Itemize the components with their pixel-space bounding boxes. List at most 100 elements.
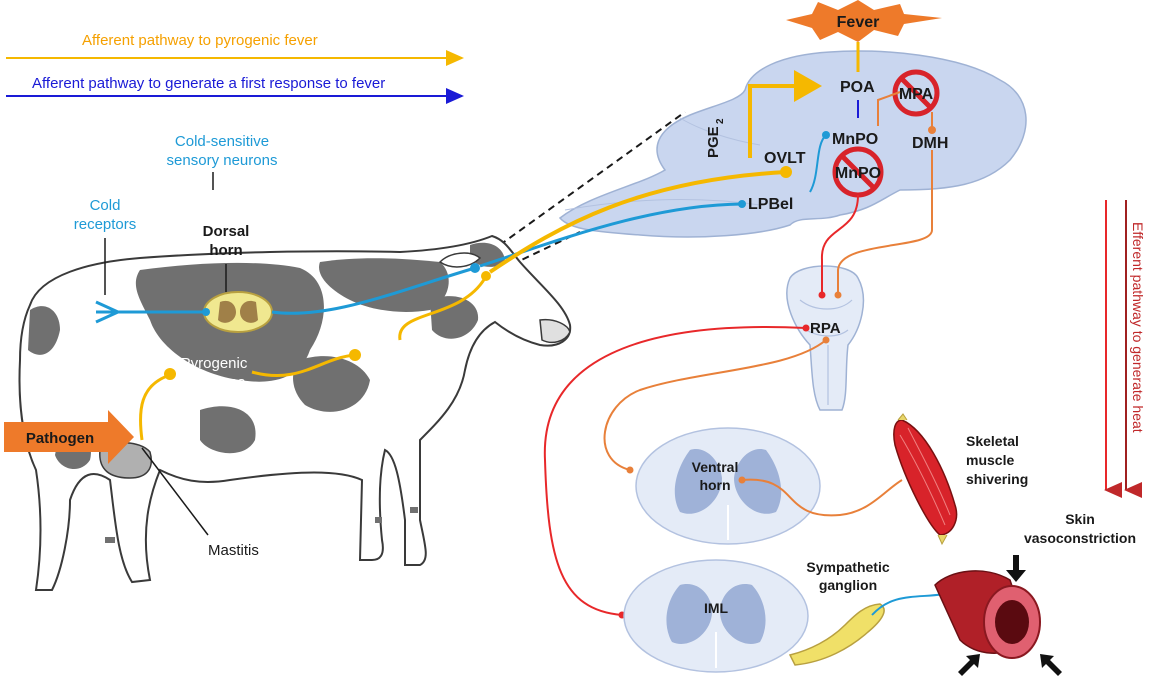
dorsal-horn-grey [218,300,258,323]
pathway-pathogen-to-cytokines [138,373,171,441]
pathogen-arrow-shape [4,410,134,464]
rpa-label: RPA [810,320,841,337]
pyrogenic-label-1: Pyrogenic [181,355,248,372]
brainstem-detail [799,299,853,405]
lpbel-label: LPBel [748,196,793,213]
ventral-horn-label-2: horn [699,477,730,493]
pathway-ovlt-to-poa [748,70,822,158]
pyrogenic-label-2: cytokines [183,374,246,391]
mnpo-lower-label: MnPO [835,165,881,182]
pathway-head-to-lpbel [479,202,743,268]
skeletal-label-1: Skeletal [966,433,1019,449]
head-blue-node [470,263,480,273]
dmh-label: DMH [912,135,948,152]
legend-afferent-fever-label: Afferent pathway to pyrogenic fever [82,32,318,49]
constriction-arrow-left [958,654,980,676]
dorsal-horn-outline [203,291,273,333]
pathogen-arrow: Pathogen [4,410,134,464]
cow-spot-4 [28,306,60,355]
ventral-out-node [738,476,746,484]
pathway-cytokines-to-sepsis [251,353,356,378]
legend-first-response-label: Afferent pathway to generate a first res… [32,75,385,92]
mpa-inhibit-slash [899,76,933,110]
skeletal-muscle: Skeletal muscle shivering [893,413,1028,546]
grey-matter-ventral [674,449,782,514]
ventral-horn-label-1: Ventral [692,459,739,475]
tendon-top [897,413,908,421]
iml-label: IML [704,600,729,616]
sympathetic-label-2: ganglion [819,577,877,593]
skin-label-2: vasoconstriction [1024,530,1136,546]
fever-star-icon [786,0,942,42]
cold-receptors-label-2: receptors [74,216,137,233]
skeletal-label-2: muscle [966,452,1014,468]
ganglion-icon [788,603,885,666]
cow-muzzle [539,318,571,344]
cow [18,234,572,591]
legend: Afferent pathway to pyrogenic fever Affe… [6,32,464,104]
brainstem-to-lpbel [564,199,761,211]
sympathetic-label-1: Sympathetic [806,559,889,575]
muscle-icon [893,419,958,536]
cold-receptors-label-1: Cold [90,197,121,214]
mpa-label: MPA [899,86,934,103]
pathway-mnpo-to-mpa [877,91,901,126]
pathway-dorsal-to-head [271,266,476,315]
pathway-sepsis-to-head [398,277,487,341]
dorsal-horn-label-1: Dorsal [203,223,250,240]
spinal-cord-iml-outline [623,559,809,673]
fever-label: Fever [837,14,880,31]
rpa-orange-node [834,291,842,299]
ventral-in-node [626,466,634,474]
zoom-line-top [489,111,686,253]
muscle-fibers [899,427,951,526]
pge2: PGE 2 [705,118,726,158]
pathway-dmh-to-rpa [837,150,933,295]
mastitis-label: Mastitis [208,542,259,559]
efferent-legend: Efferent pathway to generate heat [1104,200,1146,498]
sepsis-node [349,349,361,361]
cow-spot-7 [430,296,479,339]
ovlt-label: OVLT [764,150,806,167]
rpa-red-node [818,291,826,299]
cow-ear [438,252,482,268]
pathway-mnpo-to-rpa [820,194,859,295]
grey-matter-iml [666,584,766,644]
blood-vessel: Skin vasoconstriction [934,511,1136,676]
dorsal-horn-label-2: horn [209,242,242,259]
pathogen-label: Pathogen [26,430,94,447]
mnpo-upper-label: MnPO [832,131,878,148]
pathway-head-to-ovlt [488,170,787,274]
spinal-cord-ventral-outline [635,427,821,545]
cow-spot-6 [200,406,256,454]
rpa-out-orange-node [822,336,830,344]
rpa-out-red-node [802,324,810,332]
mnpo-inhibit-slash [840,154,876,190]
cow-leg-spots [105,507,418,543]
skin-label-1: Skin [1065,511,1095,527]
spinal-cord-ventral: Ventral horn [635,427,821,545]
pathway-rpa-to-ventral-horn [603,339,827,471]
poa-label: POA [840,79,875,96]
pge-subscript: 2 [715,118,726,124]
tendon-bottom [937,534,948,546]
pge-label: PGE [705,126,722,158]
cold-sensitive-label-1: Cold-sensitive [175,133,269,150]
ovlt-node [780,166,792,178]
dorsal-horn-in-node [202,308,210,316]
pathway-cold-receptor-to-dorsal-horn [95,300,206,324]
cow-spot-2 [319,258,449,312]
skeletal-label-3: shivering [966,471,1028,487]
dorsal-horn-section [203,291,273,333]
pathway-ventral-to-muscle [741,478,903,517]
fever-burst: Fever [786,0,942,42]
pathway-lpbel-to-mnpo [809,134,827,193]
sympathetic-ganglion: Sympathetic ganglion [788,559,890,666]
mastitis-pointer [141,447,209,536]
vessel-lumen [995,600,1029,644]
efferent-heat-label: Efferent pathway to generate heat [1130,222,1146,433]
pathway-rpa-to-iml [543,326,807,616]
spinal-cord-iml: IML [623,559,809,673]
head-yellow-node [481,271,491,281]
